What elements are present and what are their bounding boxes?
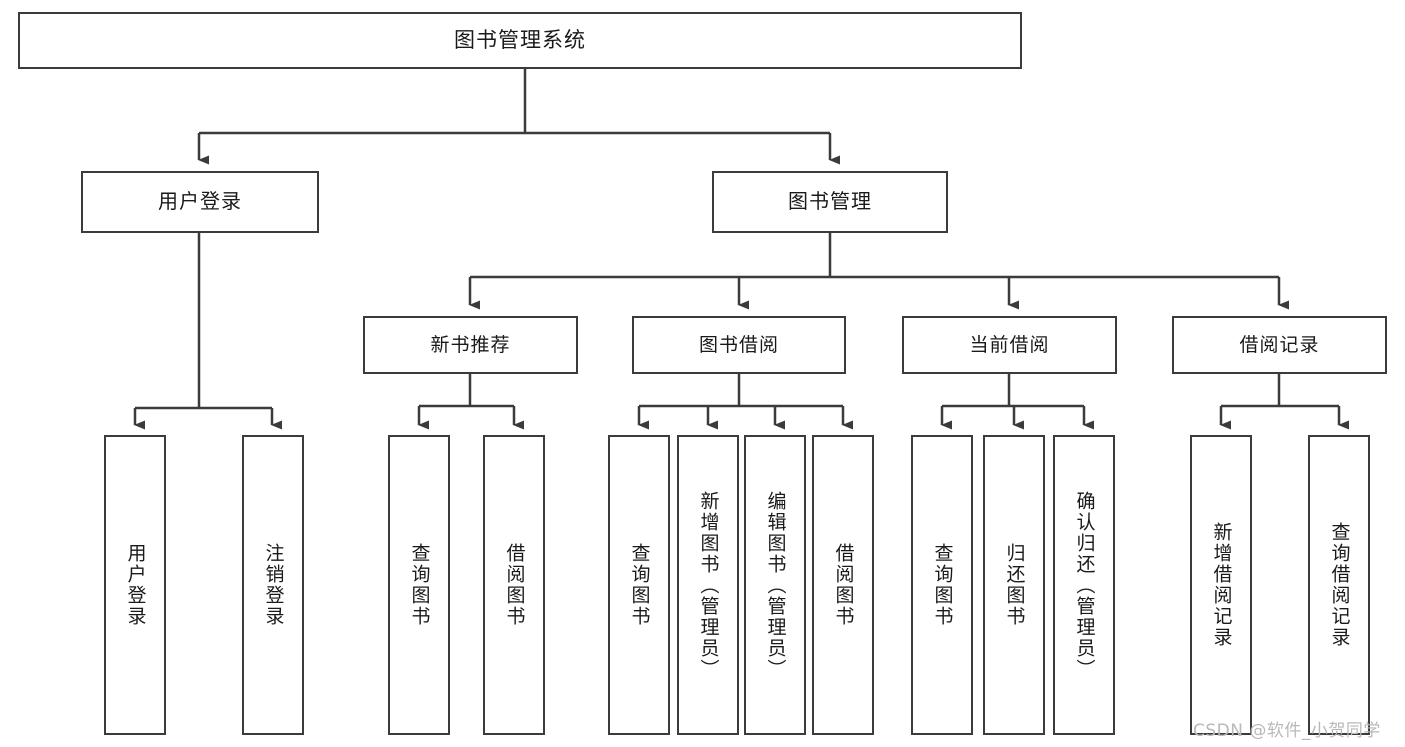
connector-userlogin-to-leaves xyxy=(133,233,282,430)
connector-borrowrecord-to-leaves xyxy=(1219,374,1349,430)
node-borrow-record-label: 借阅记录 xyxy=(1239,333,1320,356)
node-new-book-rec[interactable]: 新书推荐 xyxy=(363,316,578,374)
node-root-system[interactable]: 图书管理系统 xyxy=(18,12,1022,69)
node-current-borrow[interactable]: 当前借阅 xyxy=(902,316,1117,374)
node-current-borrow-label: 当前借阅 xyxy=(969,333,1050,356)
node-leaf-query-book-1[interactable]: 查询图书 xyxy=(388,435,450,735)
connector-currentborrow-to-leaves xyxy=(940,374,1094,430)
node-leaf-return-book[interactable]: 归还图书 xyxy=(983,435,1045,735)
node-leaf-confirm-return-label: 确认归还（管理员） xyxy=(1073,490,1096,680)
node-leaf-logout[interactable]: 注销登录 xyxy=(242,435,304,735)
node-leaf-add-book-label: 新增图书（管理员） xyxy=(697,490,720,680)
node-leaf-add-record[interactable]: 新增借阅记录 xyxy=(1190,435,1252,735)
node-leaf-query-book-2-label: 查询图书 xyxy=(628,543,651,627)
node-leaf-edit-book-label: 编辑图书（管理员） xyxy=(764,490,787,680)
node-leaf-edit-book[interactable]: 编辑图书（管理员） xyxy=(744,435,806,735)
node-leaf-query-book-3-label: 查询图书 xyxy=(931,543,954,627)
node-leaf-add-book[interactable]: 新增图书（管理员） xyxy=(677,435,739,735)
node-user-login[interactable]: 用户登录 xyxy=(81,171,319,233)
node-leaf-confirm-return[interactable]: 确认归还（管理员） xyxy=(1053,435,1115,735)
node-leaf-logout-label: 注销登录 xyxy=(262,543,285,627)
node-book-borrow[interactable]: 图书借阅 xyxy=(632,316,846,374)
node-leaf-query-book-3[interactable]: 查询图书 xyxy=(911,435,973,735)
node-leaf-add-record-label: 新增借阅记录 xyxy=(1210,522,1233,648)
connector-bookmanage-to-level3 xyxy=(468,233,1289,310)
node-new-book-rec-label: 新书推荐 xyxy=(430,333,511,356)
connector-root-to-level2 xyxy=(197,69,840,165)
node-leaf-query-record[interactable]: 查询借阅记录 xyxy=(1308,435,1370,735)
node-leaf-query-book-1-label: 查询图书 xyxy=(408,543,431,627)
node-book-borrow-label: 图书借阅 xyxy=(698,333,779,356)
node-leaf-query-record-label: 查询借阅记录 xyxy=(1328,522,1351,648)
node-leaf-query-book-2[interactable]: 查询图书 xyxy=(608,435,670,735)
node-leaf-borrow-book-1[interactable]: 借阅图书 xyxy=(483,435,545,735)
node-leaf-borrow-book-2[interactable]: 借阅图书 xyxy=(812,435,874,735)
node-leaf-borrow-book-1-label: 借阅图书 xyxy=(503,543,526,627)
node-book-manage-label: 图书管理 xyxy=(788,189,872,214)
node-book-manage[interactable]: 图书管理 xyxy=(712,171,948,233)
node-leaf-user-login[interactable]: 用户登录 xyxy=(104,435,166,735)
node-borrow-record[interactable]: 借阅记录 xyxy=(1172,316,1387,374)
connector-newbookrec-to-leaves xyxy=(417,374,524,430)
csdn-watermark: CSDN @软件_小贺同学 xyxy=(1193,721,1381,741)
connector-bookborrow-to-leaves xyxy=(637,374,853,430)
node-leaf-user-login-label: 用户登录 xyxy=(124,543,147,627)
node-user-login-label: 用户登录 xyxy=(158,189,242,214)
node-leaf-borrow-book-2-label: 借阅图书 xyxy=(832,543,855,627)
node-leaf-return-book-label: 归还图书 xyxy=(1003,543,1026,627)
node-root-label: 图书管理系统 xyxy=(454,28,586,53)
